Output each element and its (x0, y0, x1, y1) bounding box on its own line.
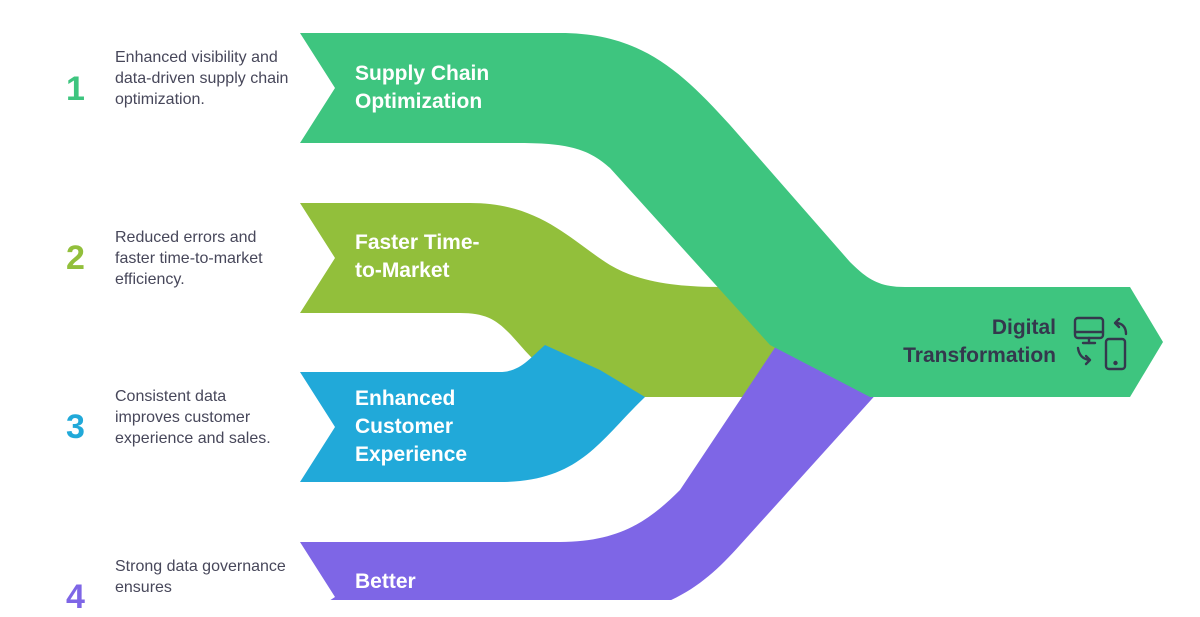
item-title: Enhanced Customer Experience (355, 387, 468, 466)
band-better (300, 340, 880, 600)
item-title: Better (355, 570, 416, 593)
item-number: 1 (66, 70, 85, 108)
item-description: Reduced errors and faster time-to-market… (115, 229, 263, 288)
item-description: Enhanced visibility and data-driven supp… (115, 49, 289, 108)
item-number: 2 (66, 239, 85, 277)
flow-bands (300, 33, 1163, 600)
item-number: 4 (66, 578, 85, 616)
devices-sync-icon (1073, 316, 1128, 371)
band-supply-chain-optimization (300, 33, 1163, 397)
item-title: Faster Time-to-Market (355, 231, 480, 282)
item-number: 3 (66, 408, 85, 446)
band-enhanced-customer-experience (300, 345, 645, 482)
outcome-title: Digital Transformation (903, 316, 1056, 367)
item-title: Supply Chain Optimization (355, 62, 490, 113)
band-faster-time-to-market (300, 203, 790, 397)
item-description: Consistent data improves customer experi… (115, 388, 271, 447)
item-description: Strong data governance ensures (115, 558, 286, 596)
